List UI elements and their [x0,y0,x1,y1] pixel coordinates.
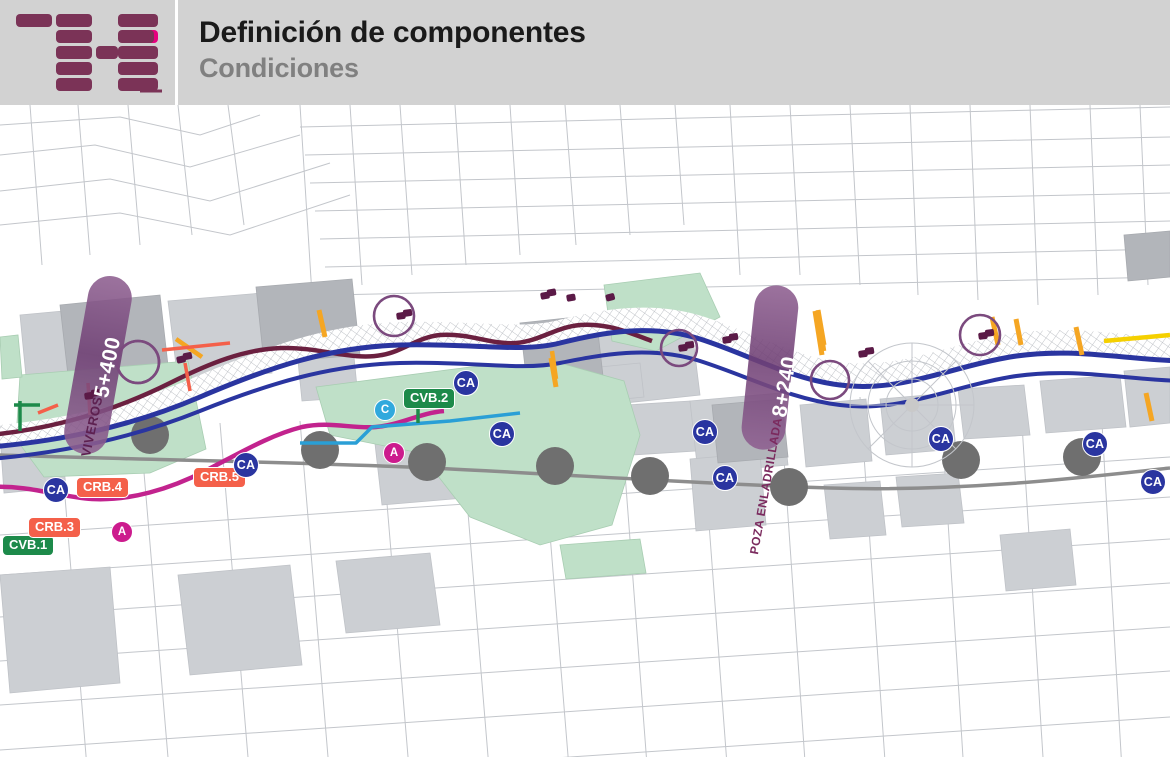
badge-ca-ca-9[interactable]: CA [453,370,479,396]
title-block: Definición de componentes Condiciones [199,16,586,84]
badge-c-c-7[interactable]: C [374,399,396,421]
badge-crb-crb-4-3[interactable]: CRB.4 [76,477,130,499]
route-blue-secondary [0,350,1170,461]
map-canvas[interactable]: 5+400 VIVEROS 8+240 POZA ENLADRILLADA CV… [0,105,1170,757]
badge-a-a-4[interactable]: A [111,521,133,543]
roundabout-center [905,398,919,412]
park-circle [115,339,161,385]
badge-ca-ca-2[interactable]: CA [43,477,69,503]
orange-crossings-2 [548,310,1155,422]
metro-stations [131,416,1101,506]
metro-line [0,453,1170,491]
orange-marks [316,309,1024,346]
corridor-hatch-band [0,307,1170,448]
page-subtitle: Condiciones [199,52,359,83]
station-markers [84,288,995,400]
logo-right-column [118,14,154,91]
badge-ca-ca-6[interactable]: CA [233,452,259,478]
badge-cvb-cvb-2-8[interactable]: CVB.2 [403,388,456,410]
page-header: Definición de componentes Condiciones [0,0,1170,105]
badge-cvb-cvb-1-0[interactable]: CVB.1 [2,535,55,557]
station-band-viveros [64,276,132,454]
page-title: Definición de componentes [199,16,586,49]
badge-ca-ca-15[interactable]: CA [1082,431,1108,457]
header-divider [175,0,178,105]
station-band-poza [741,285,799,450]
badge-ca-ca-11[interactable]: CA [489,421,515,447]
city-map-graphic [0,105,1170,757]
route-maroon [0,322,653,437]
route-blue [0,328,1170,449]
station-bands [64,276,799,454]
badge-ca-ca-14[interactable]: CA [928,426,954,452]
badge-a-a-10[interactable]: A [383,442,405,464]
badge-ca-ca-13[interactable]: CA [712,465,738,491]
badge-crb-crb-5-5[interactable]: CRB.5 [193,467,247,489]
badge-crb-crb-3-1[interactable]: CRB.3 [28,517,82,539]
route-cyan [300,411,521,445]
route-yellow [1103,332,1170,344]
badge-ca-ca-12[interactable]: CA [692,419,718,445]
badge-ca-ca-16[interactable]: CA [1140,469,1166,495]
